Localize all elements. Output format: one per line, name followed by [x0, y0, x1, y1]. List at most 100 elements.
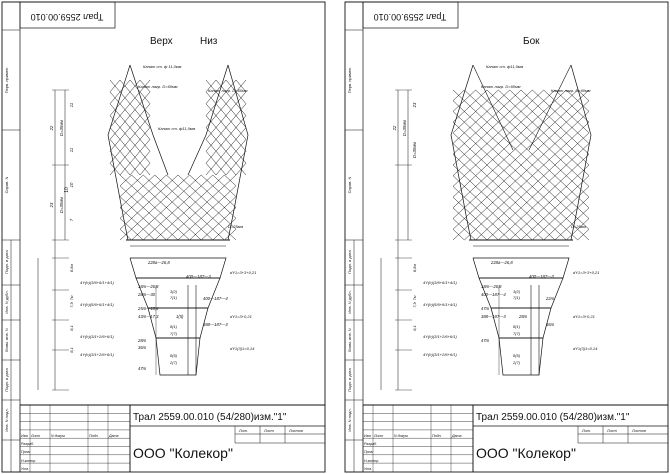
- section-spec: 47m: [481, 338, 490, 343]
- section-length: 8,1: [69, 325, 74, 331]
- mesh-line: [119, 174, 190, 241]
- mesh-ratio: 8(1): [170, 324, 178, 329]
- mesh-line: [452, 89, 510, 144]
- section-spec: 47m: [138, 366, 147, 371]
- mesh-line: [109, 79, 141, 116]
- selvage-note: D=25мм: [571, 224, 586, 229]
- selvage-note: dY1=3+3+0,21: [573, 270, 599, 275]
- panel-formula: 4Y(h)(3/1+2/6+6/1): [80, 352, 114, 357]
- mesh-line: [566, 218, 590, 241]
- mesh-line: [154, 174, 225, 241]
- codend-section-4: [498, 337, 544, 376]
- mesh-line: [119, 139, 151, 176]
- mesh-line: [509, 164, 590, 241]
- mesh-line: [532, 186, 590, 241]
- mesh-line: [205, 79, 247, 128]
- section-length: 8,1: [69, 347, 74, 353]
- mesh-line: [177, 185, 237, 241]
- mesh-line: [452, 89, 488, 123]
- side-label: Взам. инв. N: [347, 328, 352, 351]
- rope-callout: Канат лагр. D=60мм: [551, 88, 591, 93]
- mesh-line: [109, 103, 151, 152]
- mesh-line: [109, 127, 151, 176]
- signature-role: Утв.: [364, 467, 372, 471]
- sheet-header: Листов: [631, 429, 646, 433]
- dimension-value: D=35мм: [412, 142, 417, 158]
- mesh-line: [119, 174, 144, 197]
- mesh-line: [119, 174, 155, 208]
- section-spec: 228a—26,8: [147, 260, 170, 265]
- mesh-line: [205, 79, 217, 93]
- signature-role: Н.контр.: [21, 459, 36, 463]
- section-spec: 400—187—3: [186, 274, 211, 279]
- sheet-header: Лист: [606, 429, 617, 433]
- side-label: Перв. примен.: [347, 67, 352, 94]
- signature-role: Н.контр.: [364, 459, 379, 463]
- mesh-line: [452, 89, 499, 134]
- mesh-line: [205, 79, 227, 104]
- mesh-ratio: 2(7): [512, 360, 521, 365]
- view-title: Бок: [523, 36, 540, 47]
- mesh-line: [235, 162, 247, 176]
- section-length: 7,9: [69, 301, 74, 307]
- selvage-note: D=25мм: [228, 224, 243, 229]
- sheet-header: Лит.: [581, 429, 591, 433]
- side-label: Подп. и дата: [4, 249, 9, 273]
- mesh-line: [464, 121, 590, 241]
- mesh-line: [577, 229, 590, 241]
- mesh-line: [225, 151, 247, 176]
- mesh-ratio: 7(7): [513, 331, 521, 336]
- signature-role: Пров.: [21, 450, 30, 454]
- mesh-line: [543, 196, 590, 241]
- mesh-line: [205, 103, 247, 152]
- dimension-value: D=35мм: [402, 120, 407, 136]
- wing-outline-right: [227, 64, 249, 241]
- mesh-ratio: 7(1): [170, 295, 178, 300]
- mesh-ratio: 8(5): [170, 353, 178, 358]
- sheet-border: [344, 1, 669, 473]
- mesh-line: [129, 151, 151, 176]
- dimension-value: 7: [69, 218, 74, 221]
- mesh-line: [554, 207, 590, 241]
- mesh-line: [475, 132, 590, 241]
- section-spec: 36m: [138, 345, 147, 350]
- rope-callout: Канат ст. ф11,0мм: [486, 64, 524, 69]
- green-dimension-mark: 10: [64, 187, 70, 193]
- rope-callout: Канат ст. ф 11,0мм: [143, 64, 182, 69]
- sheet-border: [1, 1, 326, 473]
- rope-callout: Канат лагр. D=60мм: [208, 88, 248, 93]
- mesh-line: [452, 89, 578, 209]
- code-box: [19, 1, 116, 29]
- section-spec: 388—187—3: [203, 322, 228, 327]
- selvage-note: dY1(3)1=0,14: [230, 346, 255, 351]
- side-label: Справ. N: [4, 177, 9, 194]
- revision-header: Изм: [364, 434, 371, 438]
- revision-header: Дата: [451, 434, 461, 438]
- mesh-line: [131, 174, 202, 241]
- selvage-note: dY1=3+0,21: [573, 314, 595, 319]
- selvage-note: dY1=3+3+0,21: [230, 270, 256, 275]
- mesh-line: [119, 174, 167, 219]
- panel-formula: 4Y(h)(3/6+6/1+4/1): [80, 280, 114, 285]
- panel-formula: 4Y(h)(3/1+2/6+6/1): [80, 334, 114, 339]
- mesh-ratio: 8(5): [513, 353, 521, 358]
- section-spec: 18m—26,8: [138, 284, 159, 289]
- side-label: Подп. и дата: [347, 249, 352, 273]
- panel-formula: 4Y(h)(3/1+2/6+6/1): [423, 352, 457, 357]
- side-guide: [528, 64, 572, 151]
- mesh-line: [205, 79, 237, 116]
- mesh-line: [143, 174, 213, 241]
- section-spec: 400—187—4: [481, 292, 506, 297]
- mesh-ratio: 3(2): [170, 289, 178, 294]
- panel-formula: 4Y(h)(5/6+6/1+4/1): [423, 302, 457, 307]
- wing-outline-right-inner: [187, 64, 229, 176]
- side-label: Инв. N дубл.: [347, 290, 352, 313]
- section-spec: 28m: [518, 314, 528, 319]
- rope-callout: Канат ст. ф11,0мм: [158, 126, 196, 131]
- mesh-line: [119, 174, 132, 187]
- net-drawing: [450, 64, 592, 376]
- section-spec: 28m: [137, 338, 147, 343]
- mesh-line: [109, 91, 151, 140]
- mesh-line: [452, 100, 590, 230]
